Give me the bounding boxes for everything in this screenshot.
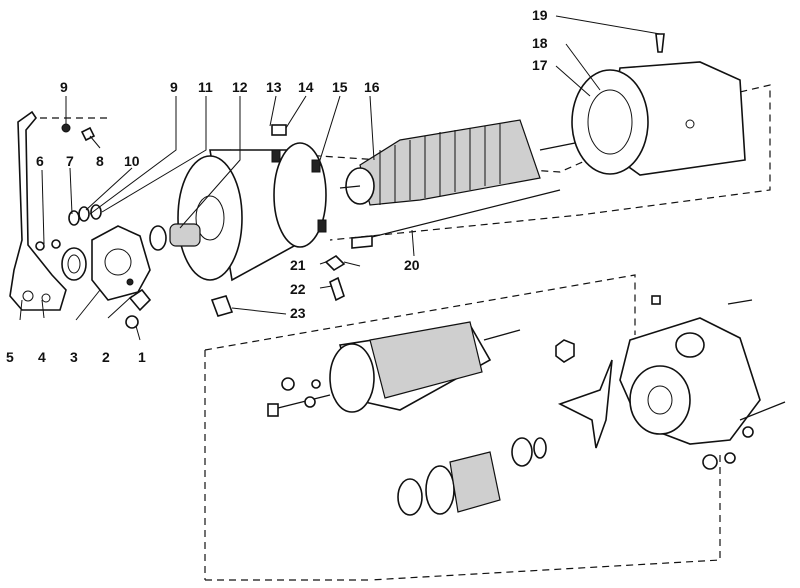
- label-2: 2: [102, 349, 110, 365]
- label-3: 3: [70, 349, 78, 365]
- label-18: 18: [532, 35, 548, 51]
- end-plate: [91, 225, 151, 301]
- label-13: 13: [266, 79, 282, 95]
- label-8: 8: [96, 153, 104, 169]
- label-4: 4: [38, 349, 46, 365]
- label-11: 11: [198, 79, 213, 95]
- label-1: 1: [138, 349, 146, 365]
- engagement-lever: [557, 359, 613, 449]
- label-15: 15: [332, 79, 348, 95]
- label-16: 16: [364, 79, 380, 95]
- label-20: 20: [404, 257, 420, 273]
- label-21: 21: [290, 257, 306, 273]
- upper-dashed-frame: [40, 84, 771, 241]
- lower-dashed-frame: [204, 274, 721, 581]
- drive-pinion: [397, 437, 547, 516]
- label-7: 7: [66, 153, 74, 169]
- leader-lines: [19, 15, 661, 341]
- small-parts-21-23: [210, 254, 361, 317]
- tie-rod: [351, 189, 561, 243]
- solenoid-assembly: [267, 321, 521, 417]
- label-6: 6: [36, 153, 44, 169]
- label-17: 17: [532, 57, 548, 73]
- label-19: 19: [532, 7, 548, 23]
- label-12: 12: [232, 79, 248, 95]
- field-housing: [571, 33, 746, 176]
- small-hardware-left: [35, 123, 152, 329]
- label-10: 10: [124, 153, 140, 169]
- brush-plate: [271, 124, 327, 248]
- hex-nut: [555, 339, 575, 363]
- label-9b: 9: [170, 79, 178, 95]
- label-5: 5: [6, 349, 14, 365]
- label-22: 22: [290, 281, 306, 297]
- label-23: 23: [290, 305, 306, 321]
- label-14: 14: [298, 79, 314, 95]
- mounting-bracket: [9, 110, 67, 311]
- bearing-cap: [61, 247, 87, 281]
- label-9a: 9: [60, 79, 68, 95]
- drive-end-housing: [619, 295, 786, 445]
